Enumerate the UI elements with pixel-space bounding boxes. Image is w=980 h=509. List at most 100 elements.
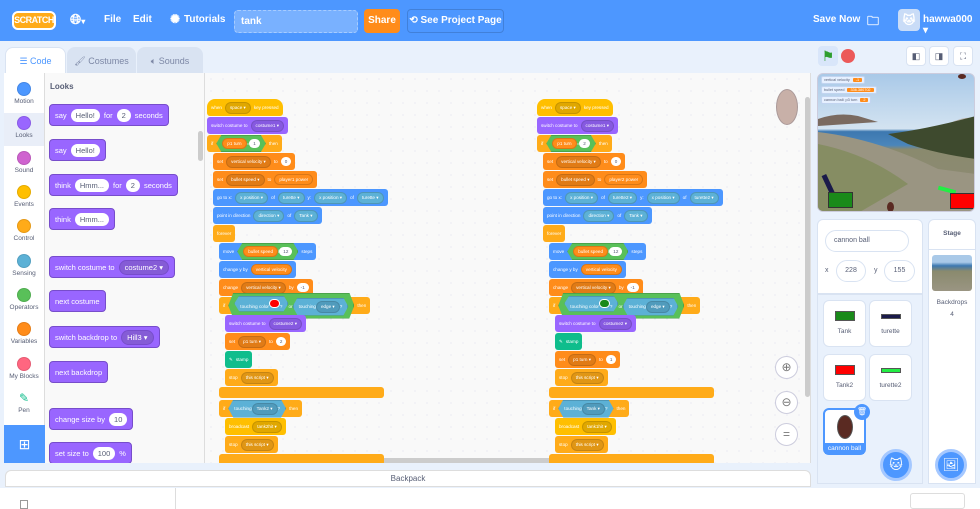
stage-panel[interactable]: Stage Backdrops 4	[928, 219, 976, 484]
sprite-name-input[interactable]: cannon ball	[825, 230, 909, 252]
block-input[interactable]: Hmm...	[74, 212, 110, 226]
block-dropdown[interactable]: vertical velocity ▾	[241, 281, 286, 294]
block-dropdown[interactable]: vertical velocity ▾	[556, 155, 601, 168]
reporter[interactable]: Tank ▾	[624, 209, 648, 222]
category-events[interactable]: Events	[4, 182, 44, 215]
block-dropdown[interactable]: costume1 ▾	[580, 119, 615, 132]
block-input[interactable]: Hmm...	[74, 178, 110, 192]
block-dropdown[interactable]: bullet speed ▾	[226, 173, 265, 186]
block-dropdown[interactable]: this script ▾	[240, 371, 274, 384]
save-now-button[interactable]: Save Now	[813, 14, 861, 25]
reporter[interactable]: turette ▾	[356, 191, 384, 204]
block-dropdown[interactable]: costume1 ▾	[250, 119, 285, 132]
category-motion[interactable]: Motion	[4, 79, 44, 112]
add-backdrop-button[interactable]: 🖼︎	[935, 449, 967, 481]
block-input[interactable]: 10	[109, 412, 128, 426]
block-input[interactable]: 2	[116, 108, 131, 122]
reporter[interactable]: p1 turn	[222, 138, 246, 149]
show-all-button[interactable]	[910, 493, 965, 509]
x-input[interactable]: 228	[836, 260, 866, 282]
number-input[interactable]: -1	[626, 283, 639, 292]
block-dropdown[interactable]: costume2 ▾	[598, 317, 633, 330]
block-dropdown[interactable]: bullet speed ▾	[556, 173, 595, 186]
edit-menu[interactable]: Edit	[133, 14, 152, 25]
block-dropdown[interactable]: tank1hit ▾	[582, 420, 612, 433]
reporter[interactable]: x position ▾	[565, 191, 599, 204]
reporter[interactable]: p1 turn	[552, 138, 576, 149]
backpack[interactable]: Backpack	[5, 470, 811, 487]
category-looks[interactable]: Looks	[4, 113, 44, 146]
reporter[interactable]: player1 power	[274, 174, 314, 185]
reporter[interactable]: x position ▾	[646, 191, 680, 204]
block-input[interactable]: 2	[125, 178, 140, 192]
trash-icon[interactable]: 🗑︎	[854, 404, 870, 420]
horizontal-scrollbar[interactable]	[367, 458, 617, 463]
block-dropdown[interactable]: vertical velocity ▾	[226, 155, 271, 168]
number-input[interactable]: 12	[279, 247, 292, 256]
sprite-tile-cannon-ball[interactable]: cannon ball🗑︎	[823, 404, 870, 455]
palette-block[interactable]: next costume	[49, 290, 106, 312]
stop-button[interactable]	[841, 49, 855, 63]
reporter[interactable]: x position ▾	[235, 191, 269, 204]
category-operators[interactable]: Operators	[4, 285, 44, 318]
block-dropdown[interactable]: edge ▾	[316, 301, 340, 313]
reporter[interactable]: player2 power	[604, 174, 644, 185]
number-input[interactable]: 0	[610, 157, 622, 166]
share-button[interactable]: Share	[364, 9, 400, 33]
block-dropdown[interactable]: this script ▾	[570, 438, 604, 451]
script-block[interactable]: ✎stamp	[555, 333, 583, 350]
color-swatch[interactable]	[599, 299, 610, 308]
category-sound[interactable]: Sound	[4, 148, 44, 181]
block-dropdown[interactable]: Tank2 ▾	[252, 403, 278, 415]
block-dropdown[interactable]: this script ▾	[240, 438, 274, 451]
number-input[interactable]: 1	[249, 139, 260, 148]
zoom-reset-button[interactable]: =	[775, 423, 798, 446]
tab-sounds[interactable]: 🔈︎ Sounds	[137, 47, 203, 74]
block-dropdown[interactable]: space ▾	[224, 101, 251, 114]
scratch-logo[interactable]: SCRATCH	[12, 11, 56, 30]
zoom-out-button[interactable]: ⊖	[775, 391, 798, 414]
green-flag-button[interactable]: ⚑	[818, 46, 838, 66]
tab-costumes[interactable]: 🖌︎ Costumes	[67, 47, 136, 74]
script-block[interactable]: forever	[543, 225, 566, 242]
y-input[interactable]: 155	[884, 260, 915, 282]
category-my-blocks[interactable]: My Blocks	[4, 354, 44, 387]
add-extension-button[interactable]: ⊞	[4, 425, 45, 463]
large-stage-button[interactable]: ◨	[929, 46, 949, 66]
number-input[interactable]: 1	[605, 355, 617, 364]
palette-scrollbar[interactable]	[198, 131, 203, 161]
color-swatch[interactable]	[269, 299, 280, 308]
sprite-tile-tank2[interactable]: Tank2	[823, 354, 866, 401]
small-stage-button[interactable]: ◧	[906, 46, 926, 66]
reporter[interactable]: Tank ▾	[294, 209, 318, 222]
category-variables[interactable]: Variables	[4, 319, 44, 352]
block-input[interactable]: Hello!	[70, 143, 100, 157]
sprite-tile-turette2[interactable]: turette2	[869, 354, 912, 401]
reporter[interactable]: turette2 ▾	[689, 191, 719, 204]
reporter[interactable]: direction ▾	[253, 209, 285, 222]
number-input[interactable]: 2	[275, 337, 287, 346]
block-dropdown[interactable]: p1 turn ▾	[238, 335, 267, 348]
file-menu[interactable]: File	[104, 14, 122, 25]
reporter[interactable]: bullet speed	[243, 246, 278, 257]
